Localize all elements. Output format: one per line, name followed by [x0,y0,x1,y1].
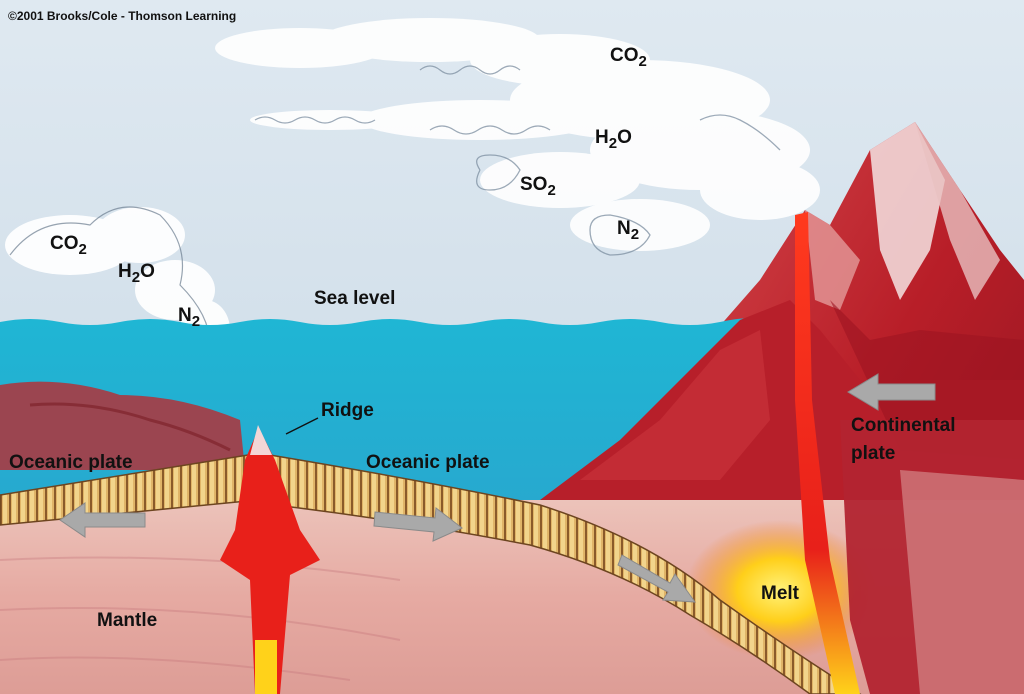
continental-plate-label-line1: Continental [851,415,956,436]
ridge-leader-line [285,417,319,435]
ridge-magma [220,430,320,694]
gas-co2-left: CO2 [50,233,87,258]
upper-cloud [215,18,820,251]
sea-level-label: Sea level [314,288,396,309]
gas-n2-left: N2 [178,305,201,330]
mantle-label: Mantle [97,610,158,631]
gas-h2o-left: H2O [118,261,155,286]
gas-so2-right: SO2 [520,174,556,199]
melt-label: Melt [761,583,799,604]
gas-co2-right: CO2 [610,45,647,70]
plate-arrows [59,373,936,603]
copyright-text: ©2001 Brooks/Cole - Thomson Learning [8,9,237,23]
arrow-center-plate [373,507,463,542]
arrow-continental [847,373,936,411]
ridge-label: Ridge [321,400,374,421]
upper-cloud-outline [254,65,781,256]
gas-h2o-right: H2O [595,127,632,152]
oceanic-plate-left-label: Oceanic plate [9,452,133,473]
volcanic-vent [795,212,860,694]
oceanic-plate-right [269,454,862,694]
continental-plate-label-line2: plate [851,443,896,464]
gas-n2-right: N2 [617,218,640,243]
arrow-left-plate [59,502,146,538]
oceanic-plate-center-label: Oceanic plate [366,452,490,473]
arrow-subduction [617,554,697,603]
